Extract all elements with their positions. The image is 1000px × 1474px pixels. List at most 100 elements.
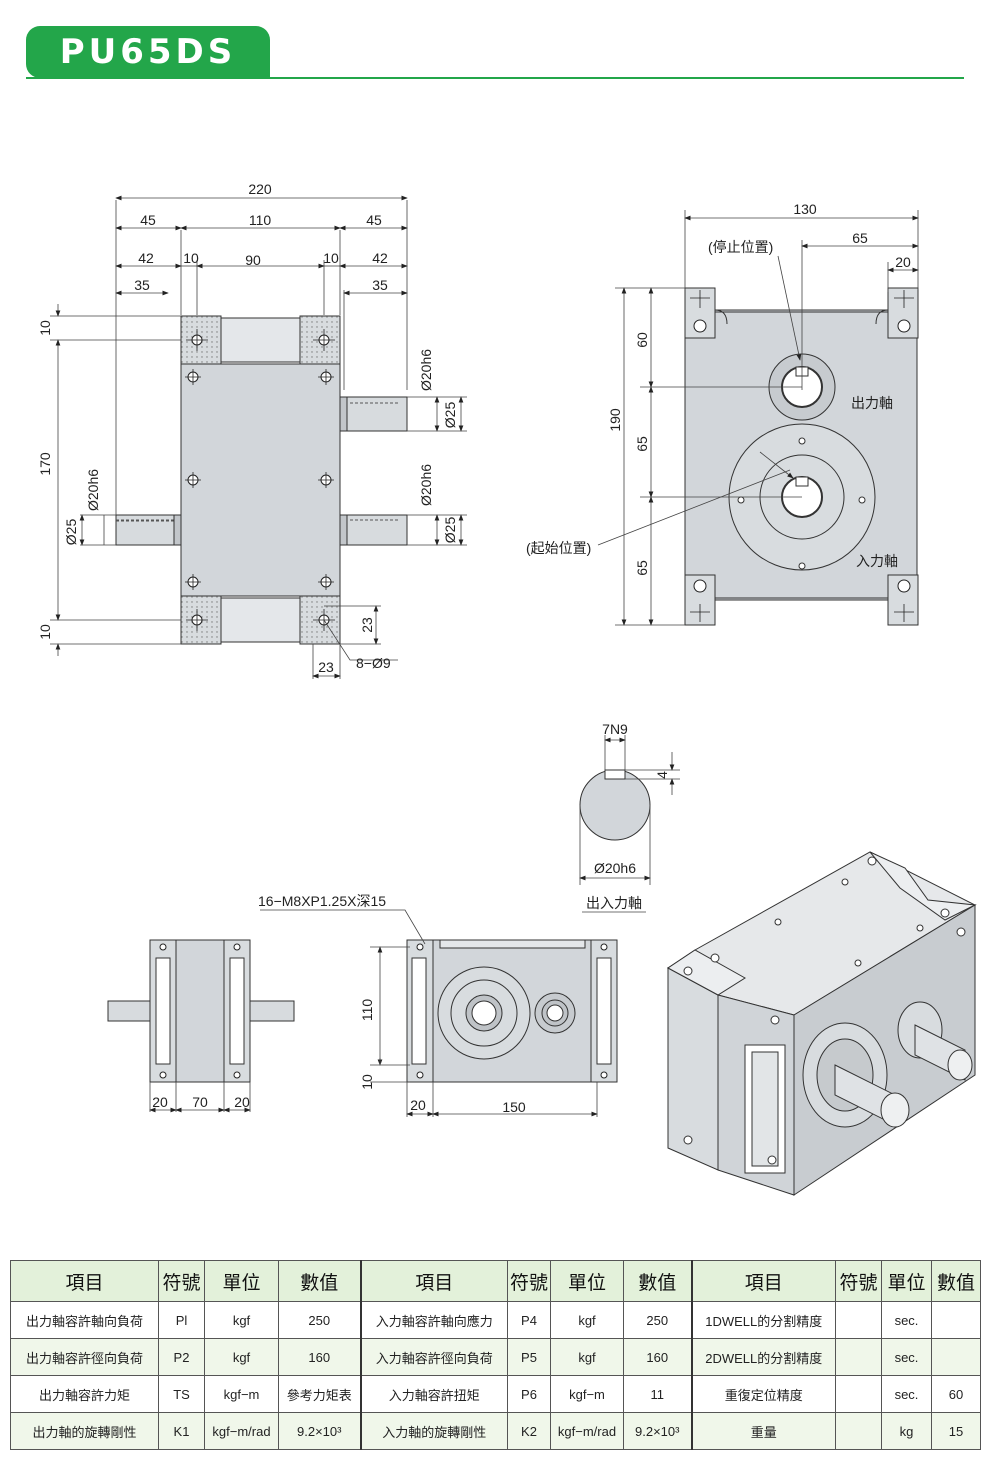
table-cell: 重復定位精度 [690, 1375, 836, 1413]
table-cell: 出力軸容許軸向負荷 [10, 1301, 159, 1339]
dim-shaft-len-left: Ø25 [63, 519, 79, 546]
spec-table: 項目 符號 單位 數值 項目 符號 單位 數值 項目 符號 單位 數值 出力軸容… [10, 1260, 981, 1450]
tap-label: 16−M8XP1.25X深15 [258, 893, 386, 909]
table-cell: 9.2×10³ [278, 1412, 361, 1450]
dim-b20a: 20 [152, 1094, 168, 1110]
dim-holes: 8−Ø9 [356, 655, 391, 671]
col-header: 單位 [550, 1260, 624, 1302]
dim-shaft-dia: Ø20h6 [594, 860, 636, 876]
front-view: 220 45 110 45 42 10 90 10 42 35 35 170 1… [37, 181, 467, 679]
label-input-shaft: 入力軸 [856, 553, 898, 569]
table-cell: 1DWELL的分割精度 [690, 1301, 836, 1339]
table-cell [835, 1375, 882, 1413]
dim-23-h: 23 [318, 659, 334, 675]
table-cell: sec. [881, 1338, 932, 1376]
model-badge [26, 26, 270, 78]
dim-b110: 110 [359, 999, 375, 1022]
table-row: 出力軸容許力矩 TS kgf−m 參考力矩表 入力軸容許扭矩 P6 kgf−m … [10, 1375, 981, 1413]
dim-190: 190 [607, 408, 623, 432]
table-cell: P6 [507, 1375, 551, 1413]
dim-60: 60 [634, 332, 650, 348]
table-cell: kgf [204, 1301, 279, 1339]
table-cell: 160 [278, 1338, 361, 1376]
table-cell [931, 1301, 981, 1339]
dim-key: 7N9 [602, 721, 628, 737]
technical-drawings: 220 45 110 45 42 10 90 10 42 35 35 170 1… [37, 181, 977, 1196]
dim-10-left: 10 [183, 250, 199, 266]
col-header: 單位 [881, 1260, 932, 1302]
dim-65-top: 65 [852, 230, 868, 246]
table-cell: 出力軸的旋轉剛性 [10, 1412, 159, 1450]
header-rule [26, 77, 964, 79]
page-header: PU65DS [0, 0, 1000, 90]
dim-20-top: 20 [895, 254, 911, 270]
table-row: 出力軸的旋轉剛性 K1 kgf−m/rad 9.2×10³ 入力軸的旋轉剛性 K… [10, 1412, 981, 1450]
dim-65-a: 65 [634, 436, 650, 452]
table-cell: kgf [550, 1301, 624, 1339]
table-cell: 重量 [690, 1412, 836, 1450]
dim-35-right: 35 [372, 277, 388, 293]
dim-42-right: 42 [372, 250, 388, 266]
dim-shaft-d-r2: Ø20h6 [418, 464, 434, 506]
label-stop-position: (停止位置) [708, 239, 773, 255]
table-cell: 9.2×10³ [623, 1412, 692, 1450]
dim-b20c: 20 [410, 1097, 426, 1113]
table-cell: kgf−m/rad [550, 1412, 624, 1450]
table-cell: TS [158, 1375, 205, 1413]
dim-key-depth: 4 [654, 771, 670, 779]
table-cell: P4 [507, 1301, 551, 1339]
dim-b10: 10 [359, 1074, 375, 1090]
label-output-shaft: 出力軸 [851, 395, 893, 411]
table-cell [931, 1338, 981, 1376]
table-cell: 出力軸容許徑向負荷 [10, 1338, 159, 1376]
table-cell: 160 [623, 1338, 692, 1376]
table-cell: kgf [550, 1338, 624, 1376]
dim-shaft-d-left: Ø20h6 [85, 469, 101, 511]
table-cell: 11 [623, 1375, 692, 1413]
table-cell: Pl [158, 1301, 205, 1339]
table-cell: kgf−m [204, 1375, 279, 1413]
col-header: 單位 [204, 1260, 279, 1302]
table-cell: K2 [507, 1412, 551, 1450]
table-cell: 250 [623, 1301, 692, 1339]
table-cell: 入力軸的旋轉剛性 [359, 1412, 508, 1450]
table-cell: 入力軸容許扭矩 [359, 1375, 508, 1413]
table-cell [835, 1338, 882, 1376]
table-cell: kg [881, 1412, 932, 1450]
dim-45-right: 45 [366, 212, 382, 228]
isometric-view [667, 851, 977, 1196]
table-cell: sec. [881, 1375, 932, 1413]
table-cell: 出力軸容許力矩 [10, 1375, 159, 1413]
table-cell: kgf−m [550, 1375, 624, 1413]
col-header: 數值 [278, 1260, 361, 1302]
col-header: 項目 [690, 1260, 836, 1302]
dim-10-top: 10 [37, 320, 53, 336]
table-cell: sec. [881, 1301, 932, 1339]
dim-shaft-len-r2: Ø25 [442, 517, 458, 544]
table-cell: 15 [931, 1412, 981, 1450]
table-row: 出力軸容許軸向負荷 Pl kgf 250 入力軸容許軸向應力 P4 kgf 25… [10, 1301, 981, 1339]
table-cell: 參考力矩表 [278, 1375, 361, 1413]
dim-b20b: 20 [234, 1094, 250, 1110]
dim-65-b: 65 [634, 560, 650, 576]
dim-220: 220 [248, 181, 272, 197]
bottom-view-middle: 16−M8XP1.25X深15 110 10 20 150 [258, 893, 618, 1117]
table-row: 出力軸容許徑向負荷 P2 kgf 160 入力軸容許徑向負荷 P5 kgf 16… [10, 1338, 981, 1376]
col-header: 數值 [623, 1260, 692, 1302]
table-cell [835, 1412, 882, 1450]
spec-table-header: 項目 符號 單位 數值 項目 符號 單位 數值 項目 符號 單位 數值 [10, 1260, 981, 1302]
table-cell: K1 [158, 1412, 205, 1450]
label-start-position: (起始位置) [526, 540, 591, 556]
dim-10-bottom: 10 [37, 624, 53, 640]
dim-130: 130 [793, 201, 817, 217]
dim-shaft-d-r1: Ø20h6 [418, 349, 434, 391]
table-cell: 2DWELL的分割精度 [690, 1338, 836, 1376]
dim-shaft-len-r1: Ø25 [442, 402, 458, 429]
shaft-caption: 出入力軸 [586, 895, 642, 911]
dim-b70: 70 [192, 1094, 208, 1110]
shaft-detail: 7N9 4 Ø20h6 出入力軸 [579, 721, 680, 913]
col-header: 項目 [359, 1260, 508, 1302]
dim-45-left: 45 [140, 212, 156, 228]
col-header: 符號 [507, 1260, 551, 1302]
col-header: 數值 [931, 1260, 981, 1302]
